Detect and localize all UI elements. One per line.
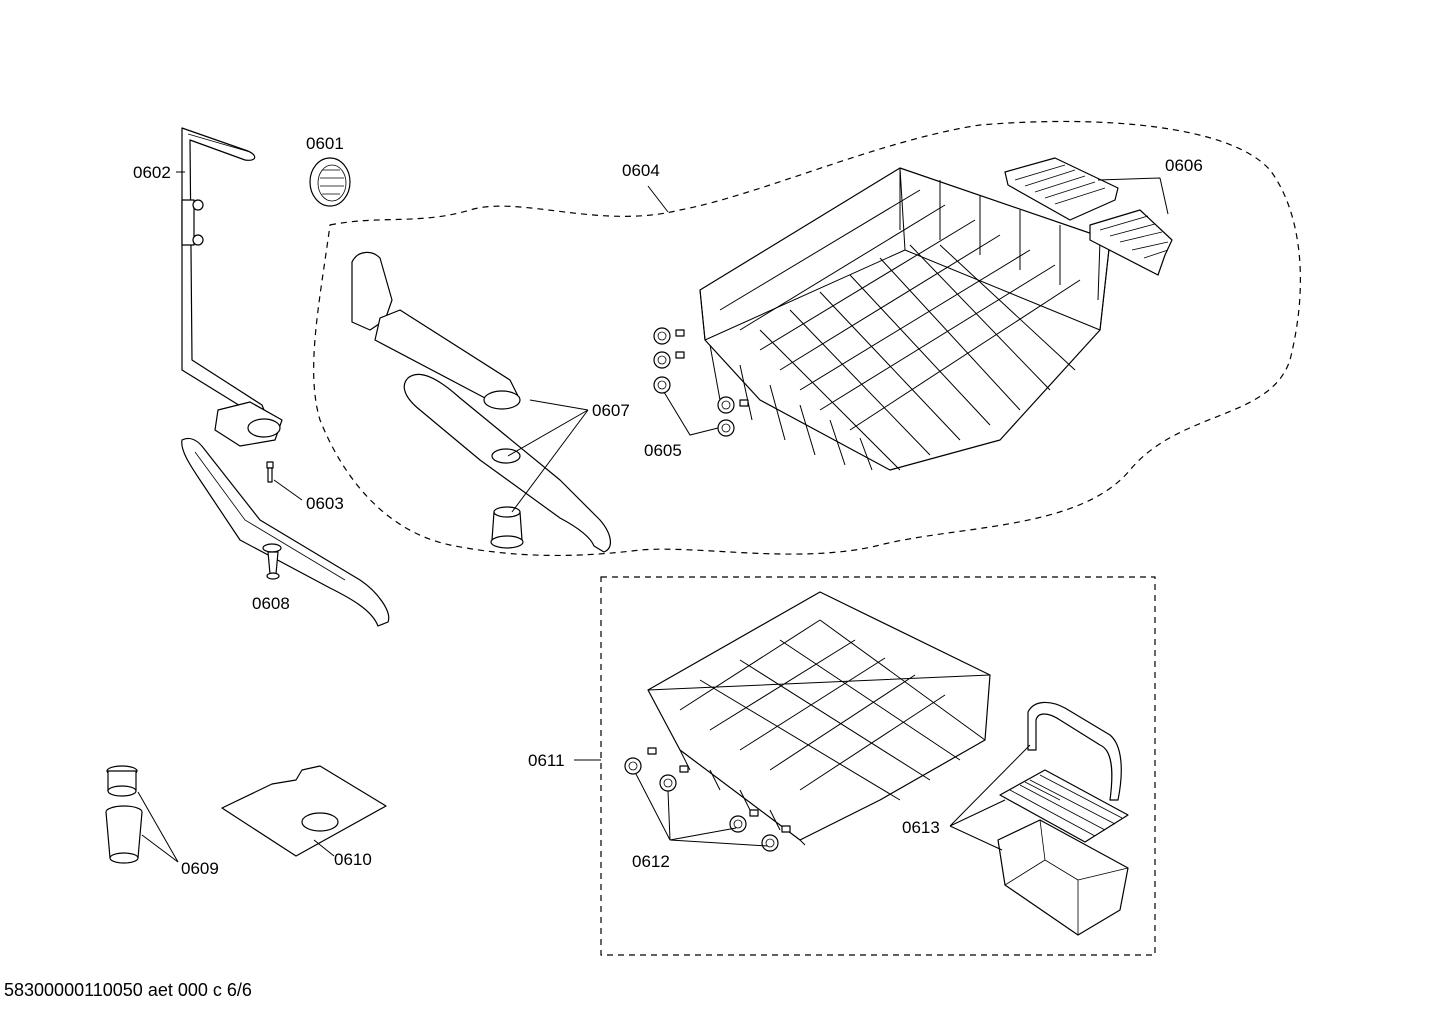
- label-0603: 0603: [306, 494, 344, 513]
- label-0601: 0601: [306, 134, 344, 153]
- filters-part: [105, 765, 143, 864]
- spray-tube-part: [181, 127, 283, 447]
- screw-part: [266, 461, 274, 483]
- leader-0604: [647, 185, 669, 213]
- document-id-footer: 58300000110050 aet 000 c 6/6: [4, 980, 252, 1000]
- label-0611: 0611: [528, 751, 565, 770]
- label-0607: 0607: [592, 401, 630, 420]
- cup-racks-part: [1004, 157, 1173, 276]
- leader-0613: [949, 744, 1031, 851]
- lower-basket-part: [647, 591, 991, 846]
- upper-spray-arm-part: [351, 251, 611, 553]
- leader-0605: [663, 391, 719, 436]
- leader-0612: [635, 773, 769, 847]
- leader-0609: [137, 791, 179, 863]
- label-0606: 0606: [1165, 156, 1203, 175]
- lower-spray-arm-part: [181, 437, 390, 627]
- cutlery-basket-part: [997, 701, 1129, 936]
- leader-0607: [507, 399, 589, 513]
- plate-part: [221, 765, 387, 857]
- label-0602: 0602: [133, 163, 171, 182]
- label-0608: 0608: [252, 594, 290, 613]
- filter-disc-part: [309, 157, 351, 207]
- label-0610: 0610: [334, 850, 372, 869]
- lower-group-outline: [600, 576, 1156, 956]
- label-0613: 0613: [902, 818, 940, 837]
- upper-group-outline: [313, 120, 1301, 557]
- leader-0606: [1097, 177, 1169, 215]
- upper-basket-part: [699, 167, 1111, 471]
- label-0609: 0609: [181, 859, 219, 878]
- label-0612: 0612: [632, 852, 670, 871]
- leader-0603: [273, 479, 303, 501]
- label-0605: 0605: [644, 441, 682, 460]
- leader-0610: [313, 839, 335, 857]
- label-0604: 0604: [622, 161, 660, 180]
